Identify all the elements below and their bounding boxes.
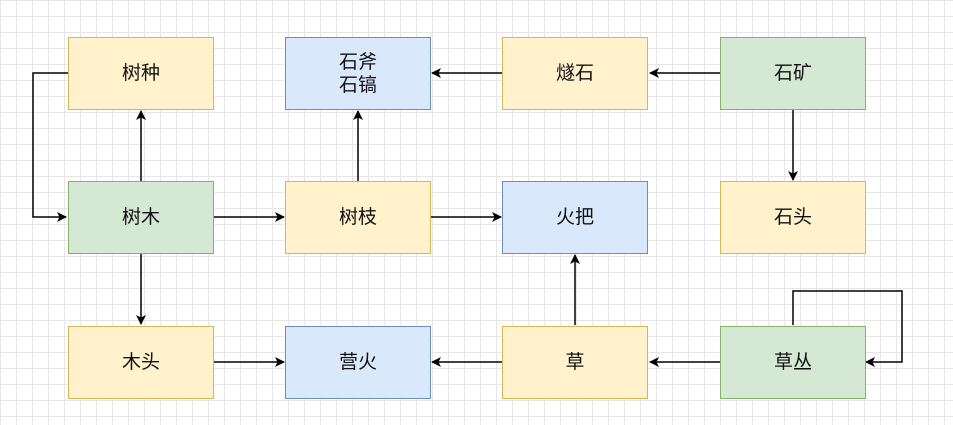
node-flint[interactable]: 燧石 — [502, 37, 648, 110]
node-label: 火把 — [555, 206, 594, 228]
node-label: 树枝 — [338, 206, 377, 228]
node-grass[interactable]: 草 — [502, 326, 648, 399]
edge-bush-self-loop — [792, 290, 903, 367]
node-label: 燧石 — [555, 62, 594, 84]
node-label: 草丛 — [773, 351, 812, 373]
node-stone-ore[interactable]: 石矿 — [720, 37, 866, 110]
node-label: 石头 — [773, 206, 812, 228]
node-tree-seed[interactable]: 树种 — [68, 37, 214, 110]
node-label: 树种 — [121, 62, 160, 84]
node-label-line-2: 石镐 — [338, 73, 377, 96]
node-label-line-1: 石斧 — [338, 50, 377, 73]
node-label: 营火 — [338, 351, 377, 373]
node-label: 树木 — [121, 206, 160, 228]
node-label: 石矿 — [773, 62, 812, 84]
node-campfire[interactable]: 营火 — [285, 326, 431, 399]
node-grass-bush[interactable]: 草丛 — [720, 326, 866, 399]
node-wood[interactable]: 木头 — [68, 326, 214, 399]
node-stone-tools[interactable]: 石斧 石镐 — [285, 37, 431, 110]
node-torch[interactable]: 火把 — [502, 181, 648, 254]
node-tree[interactable]: 树木 — [68, 181, 214, 254]
node-label: 木头 — [121, 351, 160, 373]
edge-seed-to-tree — [32, 72, 68, 222]
node-stone[interactable]: 石头 — [720, 181, 866, 254]
node-branch[interactable]: 树枝 — [285, 181, 431, 254]
node-label: 草 — [565, 351, 585, 373]
